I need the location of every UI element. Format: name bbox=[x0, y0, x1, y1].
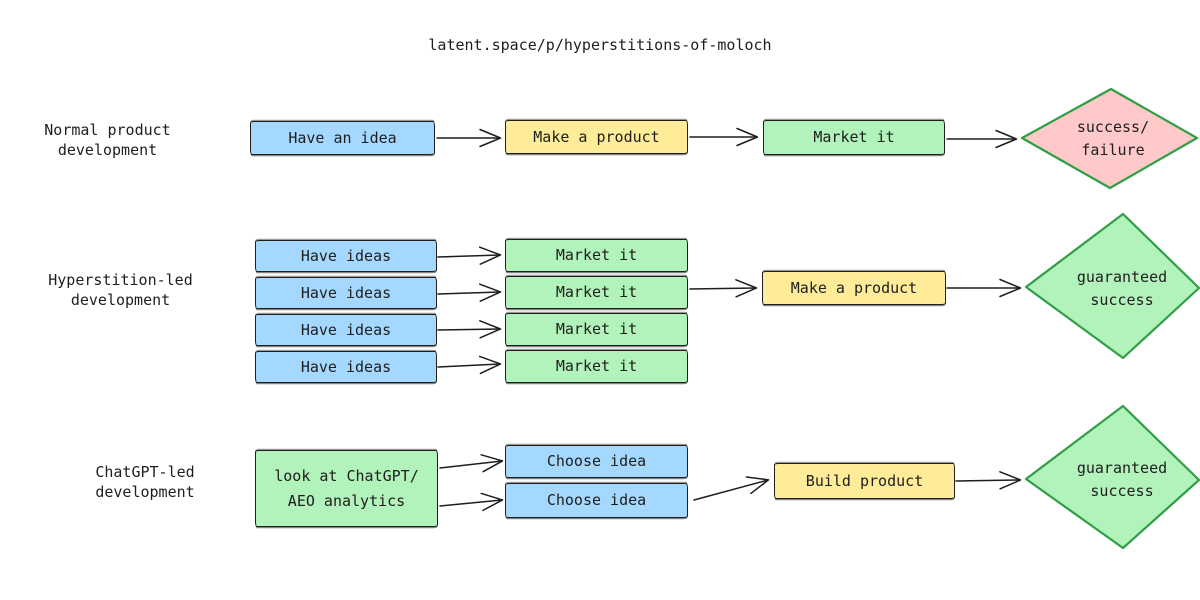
box-market-it-1: Market it bbox=[505, 239, 688, 272]
box-choose-idea-1: Choose idea bbox=[505, 445, 688, 478]
diamond-label-guaranteed-success-row2: guaranteed success bbox=[1076, 268, 1168, 309]
diamond-guaranteed-success-row2 bbox=[1024, 212, 1200, 360]
arrow-ideas1-to-market1 bbox=[437, 246, 502, 265]
box-make-a-product-row1: Make a product bbox=[505, 120, 688, 154]
box-market-it-3: Market it bbox=[505, 313, 688, 346]
box-choose-idea-2: Choose idea bbox=[505, 483, 688, 518]
box-have-ideas-4: Have ideas bbox=[255, 351, 437, 383]
box-look-at-chatgpt-aeo-analytics: look at ChatGPT/ AEO analytics bbox=[255, 450, 438, 527]
box-market-it-row1: Market it bbox=[763, 120, 945, 155]
arrow-ideas2-to-market2 bbox=[437, 283, 502, 302]
arrow-analytics-to-choose1 bbox=[439, 454, 504, 473]
box-market-it-2: Market it bbox=[505, 276, 688, 309]
diamond-success-failure bbox=[1020, 87, 1199, 190]
arrow-ideas3-to-market3 bbox=[437, 320, 502, 339]
arrow-choose-to-build bbox=[693, 476, 770, 501]
box-make-a-product-row2: Make a product bbox=[762, 271, 946, 305]
box-build-product: Build product bbox=[774, 463, 955, 499]
arrow-build-to-guaranteed-row3 bbox=[955, 471, 1022, 490]
box-have-ideas-3: Have ideas bbox=[255, 314, 437, 346]
diamond-label-success-failure: success/ failure bbox=[1076, 118, 1150, 159]
row-label-chatgpt-led-development: ChatGPT-led development bbox=[95, 463, 195, 501]
page-title: latent.space/p/hyperstitions-of-moloch bbox=[428, 36, 772, 54]
diamond-guaranteed-success-row3 bbox=[1024, 404, 1200, 550]
box-have-ideas-1: Have ideas bbox=[255, 240, 437, 272]
row-label-normal-product-development: Normal product development bbox=[44, 121, 171, 159]
arrow-ideas4-to-market4 bbox=[437, 355, 502, 375]
row-label-hyperstition-led-development: Hyperstition-led development bbox=[48, 271, 193, 309]
diamond-label-guaranteed-success-row3: guaranteed success bbox=[1076, 459, 1168, 500]
arrow-markets-to-make bbox=[689, 279, 758, 298]
box-have-ideas-2: Have ideas bbox=[255, 277, 437, 309]
box-market-it-4: Market it bbox=[505, 350, 688, 383]
box-have-an-idea: Have an idea bbox=[250, 121, 435, 155]
arrow-analytics-to-choose2 bbox=[439, 492, 504, 512]
